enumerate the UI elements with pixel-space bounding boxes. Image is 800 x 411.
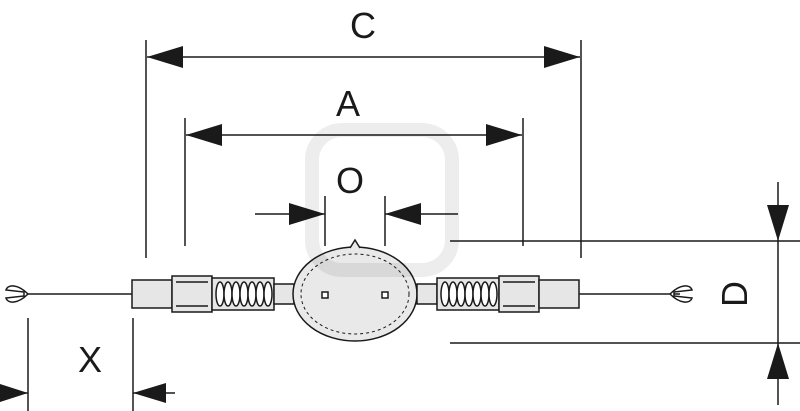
dimension-line-x bbox=[0, 383, 175, 403]
left-fork-terminal bbox=[4, 285, 132, 303]
dimension-line-d bbox=[767, 182, 789, 405]
extension-lines bbox=[27, 40, 800, 411]
left-connector bbox=[131, 279, 173, 309]
left-spring bbox=[211, 277, 275, 311]
label-d: D bbox=[714, 281, 755, 307]
right-fork-terminal bbox=[579, 285, 694, 303]
right-spring bbox=[436, 277, 500, 311]
dimension-line-c bbox=[147, 46, 580, 68]
dimension-line-a bbox=[186, 124, 522, 146]
label-x: X bbox=[78, 339, 103, 380]
label-a: A bbox=[336, 83, 361, 124]
label-o: O bbox=[336, 160, 365, 201]
lamp-drawing bbox=[4, 238, 694, 342]
dimension-line-o bbox=[255, 203, 458, 225]
right-connector bbox=[538, 279, 580, 309]
label-c: C bbox=[350, 5, 376, 46]
watermark-shape bbox=[305, 123, 459, 277]
